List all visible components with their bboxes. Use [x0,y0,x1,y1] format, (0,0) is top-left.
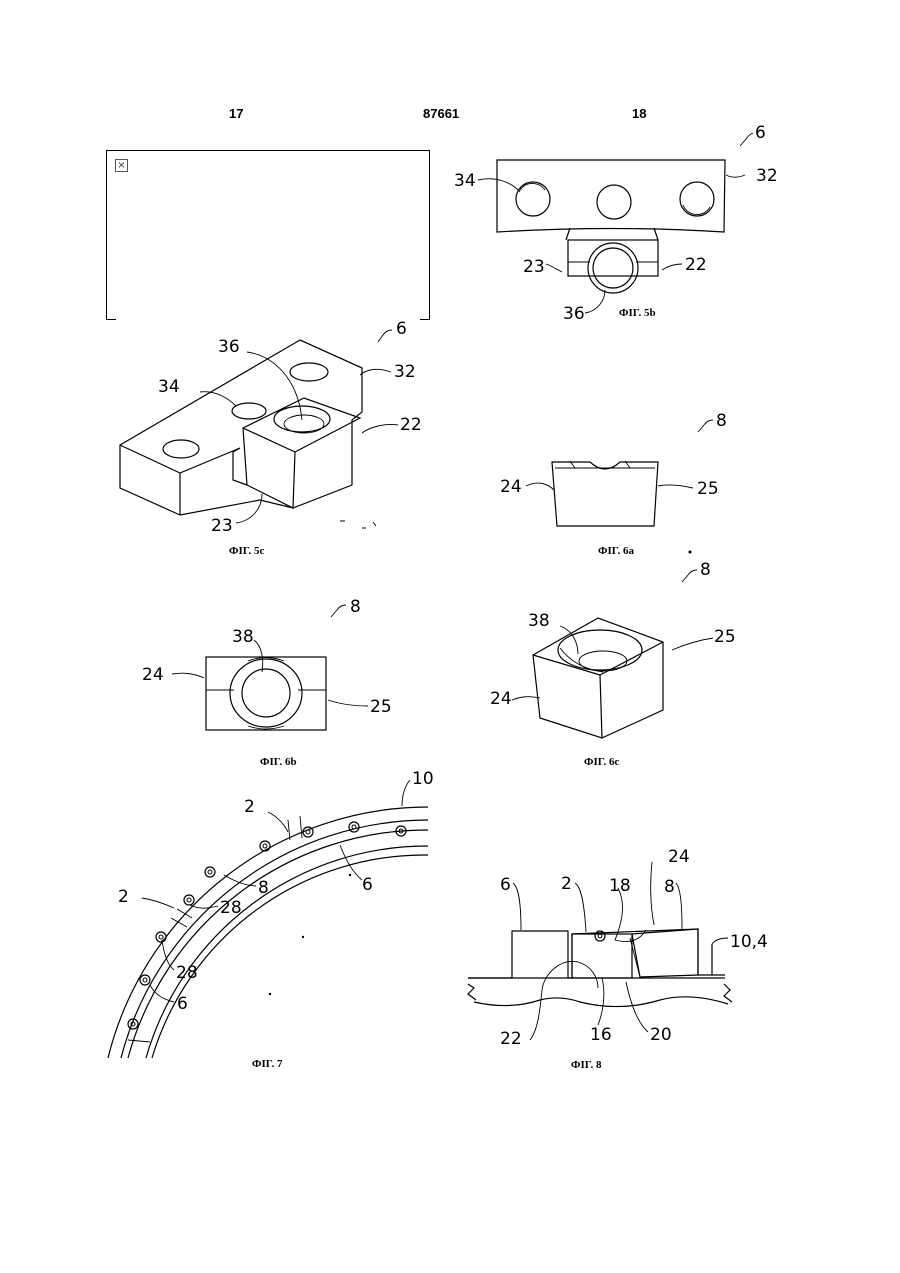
fig5b-label-34: 34 [454,171,476,191]
fig5b-caption: ФІГ. 5b [619,307,656,319]
figure-6c: 8 38 25 24 ФІГ. 6c [490,560,736,768]
fig6a-label-8: 8 [716,411,727,431]
fig6b-label-25: 25 [370,697,392,717]
fig6c-label-8: 8 [700,560,711,580]
figure-5c: 6 36 32 34 22 23 ФІГ. 5c [120,319,422,557]
figure-7: 10 2 8 6 2 28 28 6 ФІГ. 7 [108,769,434,1070]
fig5c-caption: ФІГ. 5c [229,545,264,557]
fig7-label-6b: 6 [177,994,188,1014]
fig8-label-18: 18 [609,876,631,896]
fig8-label-10-4: 10,4 [730,932,768,952]
fig8-caption: ФІГ. 8 [571,1059,602,1071]
figure-6b: 8 38 24 25 ФІГ. 6b [142,597,392,768]
fig5b-label-22: 22 [685,255,707,275]
fig6c-caption: ФІГ. 6c [584,756,619,768]
figure-8: 24 6 2 18 8 10,4 22 16 20 ФІГ. 8 [468,847,768,1071]
fig7-label-2a: 2 [244,797,255,817]
fig5b-label-36: 36 [563,304,585,324]
fig7-label-28a: 28 [220,898,242,918]
fig8-label-16: 16 [590,1025,612,1045]
fig6b-label-8: 8 [350,597,361,617]
fig8-label-24: 24 [668,847,690,867]
fig6b-caption: ФІГ. 6b [260,756,297,768]
fig5b-label-32: 32 [756,166,778,186]
figure-6a: 8 24 25 ФІГ. 6a [500,411,727,557]
fig7-caption: ФІГ. 7 [252,1058,283,1070]
fig6b-label-38: 38 [232,627,254,647]
fig5b-label-23: 23 [523,257,545,277]
fig8-label-6: 6 [500,875,511,895]
fig7-label-2b: 2 [118,887,129,907]
fig5b-label-6: 6 [755,123,766,143]
fig6c-label-25: 25 [714,627,736,647]
fig7-label-8: 8 [258,878,269,898]
fig6a-label-24: 24 [500,477,522,497]
fig6c-label-24: 24 [490,689,512,709]
fig6a-label-25: 25 [697,479,719,499]
fig6a-caption: ФІГ. 6a [598,545,634,557]
fig5c-label-34: 34 [158,377,180,397]
fig5c-label-23: 23 [211,516,233,536]
fig7-label-28b: 28 [176,963,198,983]
fig8-label-2: 2 [561,874,572,894]
fig5c-label-32: 32 [394,362,416,382]
fig7-label-10: 10 [412,769,434,789]
fig6b-label-24: 24 [142,665,164,685]
fig6c-label-38: 38 [528,611,550,631]
fig7-label-6a: 6 [362,875,373,895]
figure-5b: 6 34 32 23 22 36 ФІГ. 5b [454,123,778,324]
fig5c-label-22: 22 [400,415,422,435]
fig8-label-8: 8 [664,877,675,897]
fig8-label-20: 20 [650,1025,672,1045]
fig8-label-22: 22 [500,1029,522,1049]
fig5c-label-6: 6 [396,319,407,339]
fig5c-label-36: 36 [218,337,240,357]
